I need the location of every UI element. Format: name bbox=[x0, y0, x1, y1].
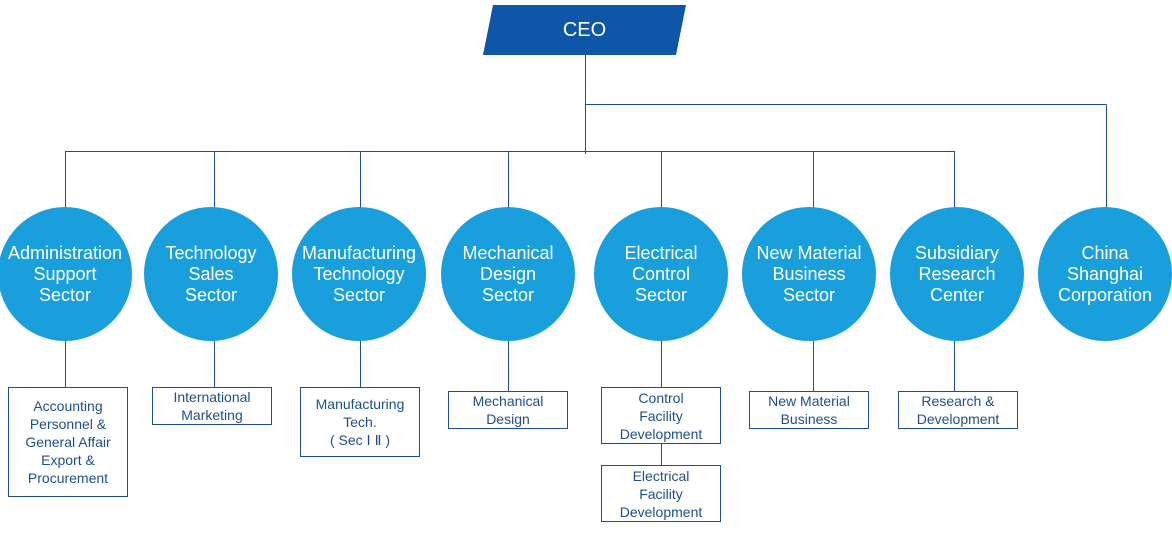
unit-label: Manufacturing Tech. ( Sec Ⅰ Ⅱ ) bbox=[315, 396, 405, 448]
sector-subsidiary-research-center: Subsidiary Research Center bbox=[890, 207, 1024, 341]
unit-box-new-material-business: New Material Business bbox=[749, 391, 869, 429]
sector-label: Subsidiary Research Center bbox=[914, 242, 1000, 305]
sector-label: Electrical Control Sector bbox=[624, 242, 698, 305]
unit-label: Electrical Facility Development bbox=[619, 467, 703, 520]
unit-box-manufacturing-tech: Manufacturing Tech. ( Sec Ⅰ Ⅱ ) bbox=[300, 387, 420, 457]
sector-label: New Material Business Sector bbox=[756, 242, 862, 305]
unit-label: Accounting Personnel & General Affair Ex… bbox=[25, 398, 111, 486]
ceo-shape bbox=[483, 5, 686, 55]
unit-label: Control Facility Development bbox=[619, 389, 703, 442]
unit-box-administration: Accounting Personnel & General Affair Ex… bbox=[8, 387, 128, 497]
sector-electrical-control: Electrical Control Sector bbox=[594, 207, 728, 341]
sector-label: China Shanghai Corporation bbox=[1057, 242, 1153, 305]
sector-new-material-business: New Material Business Sector bbox=[742, 207, 876, 341]
unit-box-control-facility-development: Control Facility Development bbox=[601, 387, 721, 444]
sector-label: Mechanical Design Sector bbox=[462, 242, 554, 305]
sector-label: Administration Support Sector bbox=[7, 242, 123, 305]
ceo-label: CEO bbox=[562, 19, 607, 41]
sector-manufacturing-technology: Manufacturing Technology Sector bbox=[292, 207, 426, 341]
unit-label: Research & Development bbox=[916, 393, 1000, 427]
unit-label: Mechanical Design bbox=[472, 393, 544, 427]
sector-administration-support: Administration Support Sector bbox=[0, 207, 132, 341]
unit-box-electrical-facility-development: Electrical Facility Development bbox=[601, 465, 721, 522]
unit-box-mechanical-design: Mechanical Design bbox=[448, 391, 568, 429]
sector-label: Manufacturing Technology Sector bbox=[301, 242, 417, 305]
unit-label: New Material Business bbox=[768, 393, 850, 427]
sector-mechanical-design: Mechanical Design Sector bbox=[441, 207, 575, 341]
ceo-node: CEO bbox=[483, 5, 686, 55]
sector-label: Technology Sales Sector bbox=[165, 242, 257, 305]
sector-china-shanghai-corporation: China Shanghai Corporation bbox=[1038, 207, 1172, 341]
unit-label: International Marketing bbox=[173, 389, 251, 423]
unit-box-international-marketing: International Marketing bbox=[152, 387, 272, 425]
sector-technology-sales: Technology Sales Sector bbox=[144, 207, 278, 341]
unit-box-research-development: Research & Development bbox=[898, 391, 1018, 429]
